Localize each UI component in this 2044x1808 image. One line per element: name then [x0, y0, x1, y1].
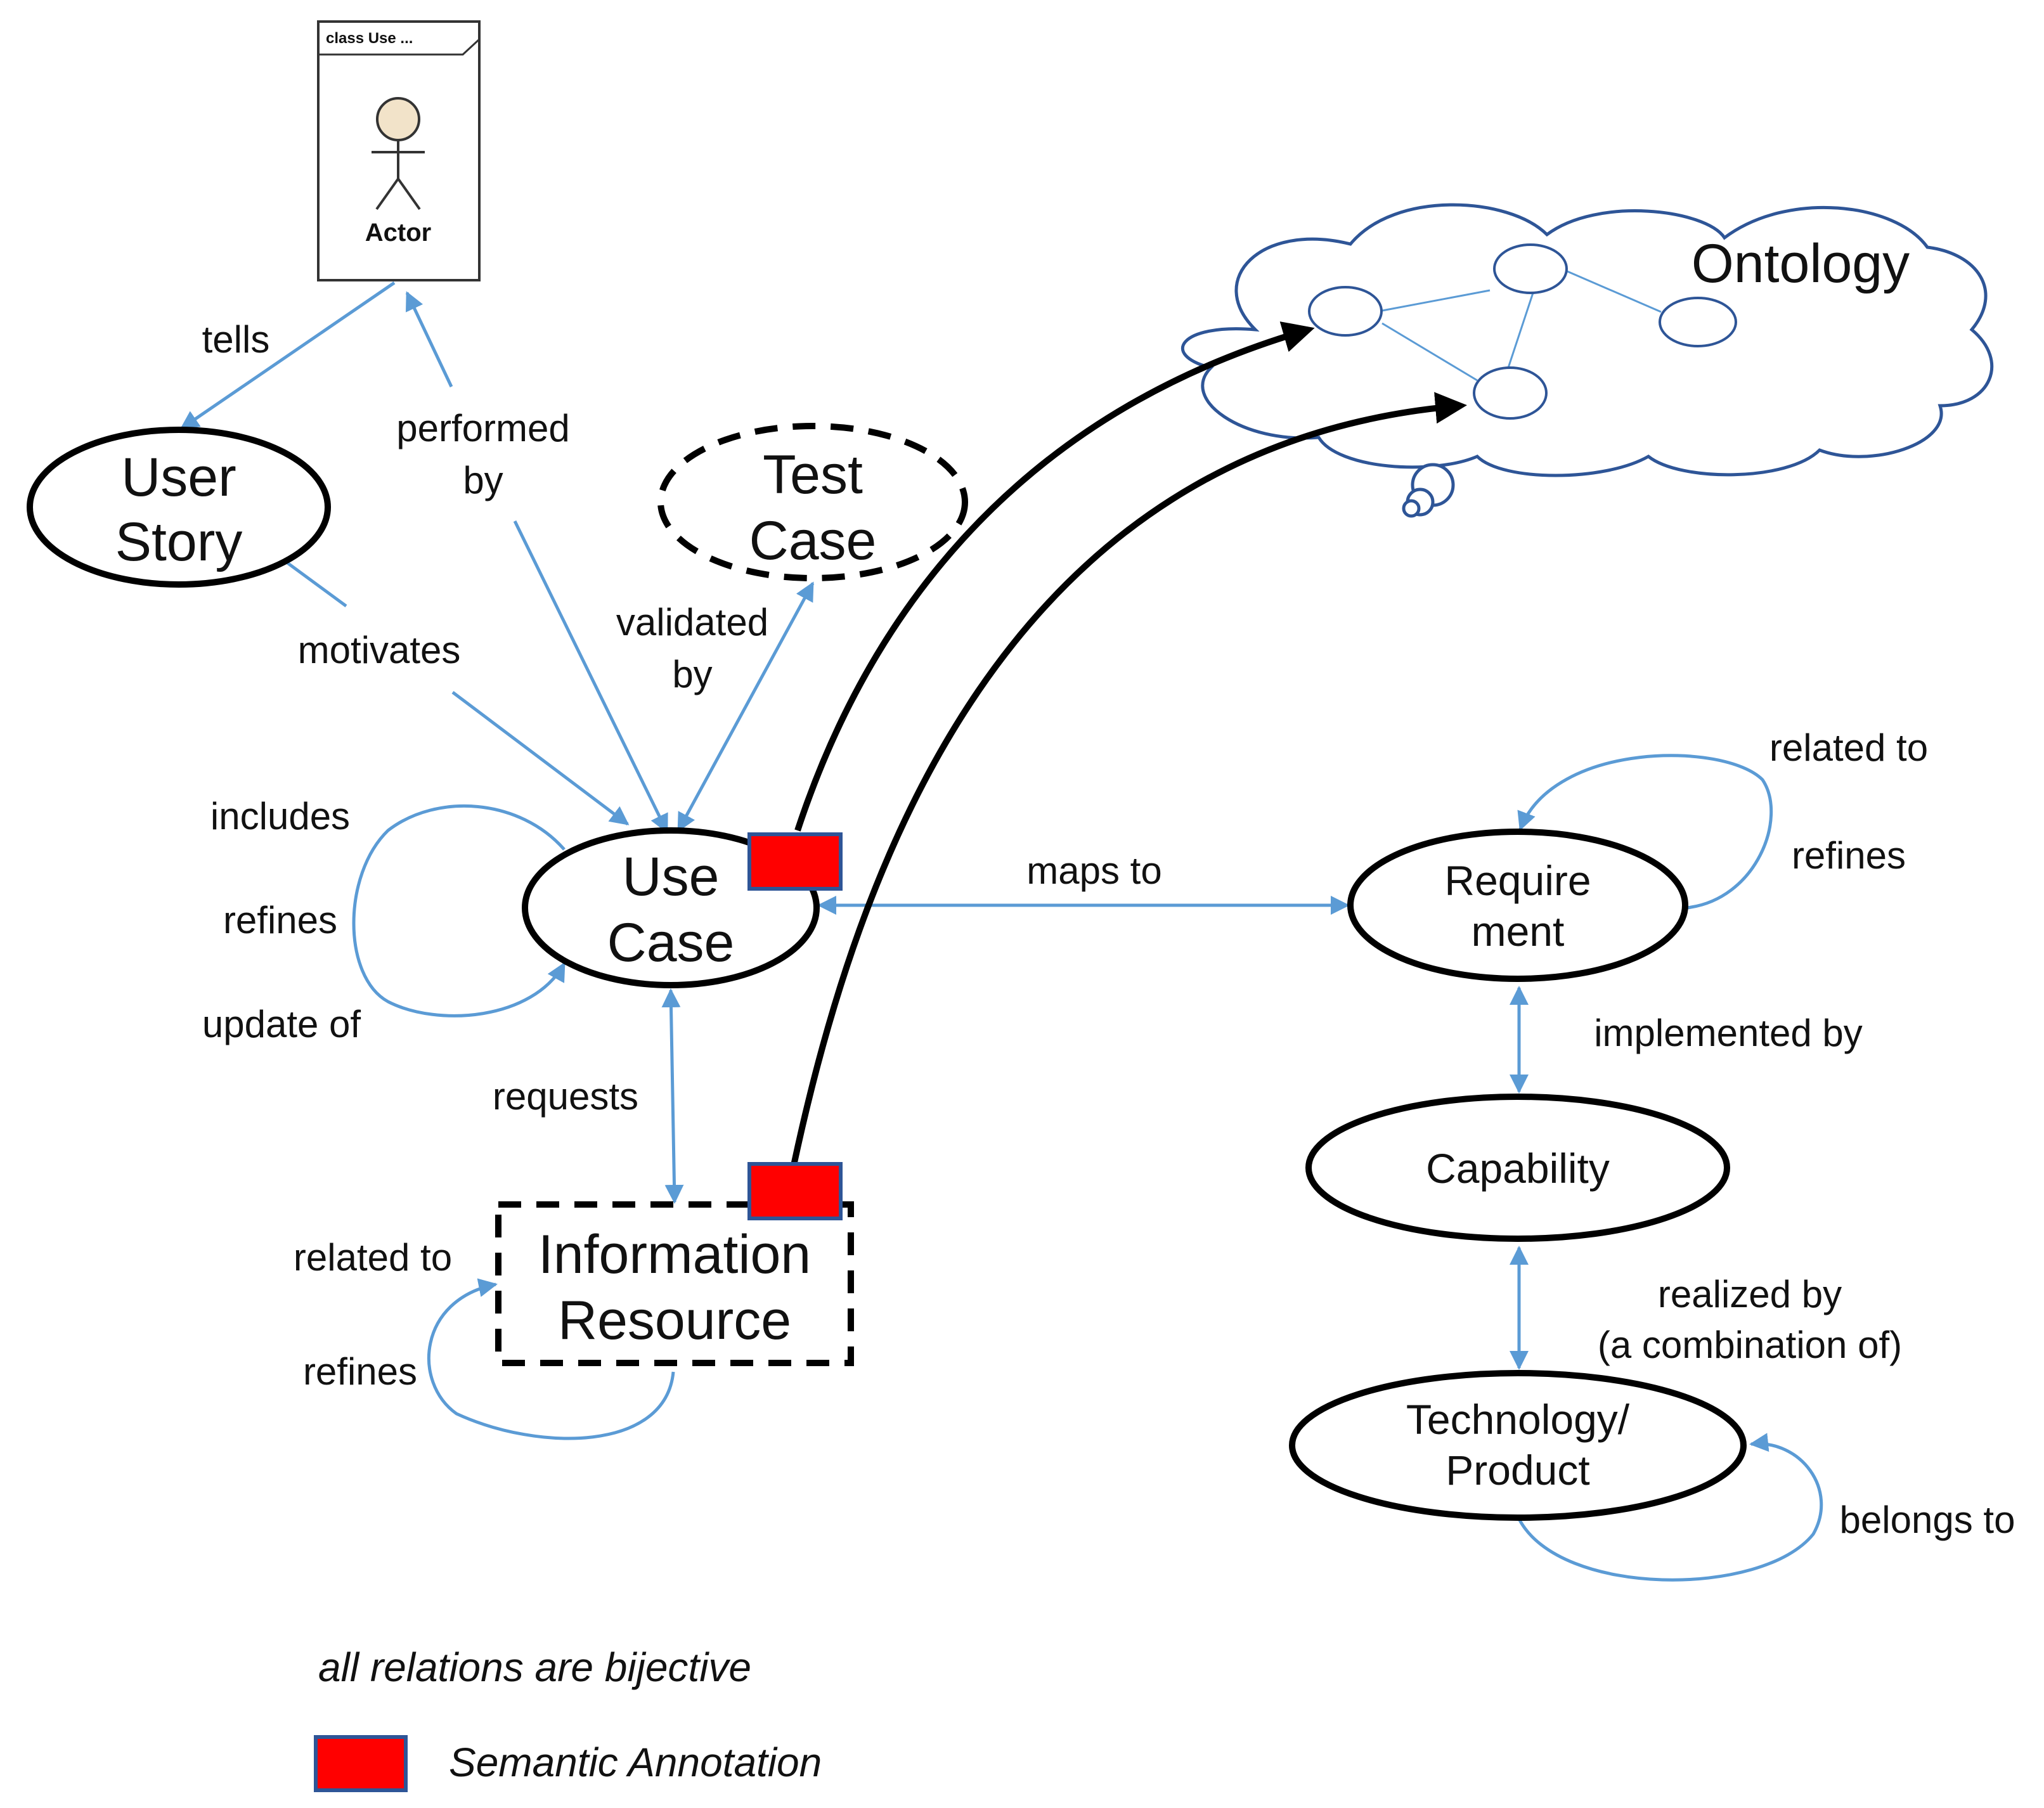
user-story-label-line2: Story [115, 512, 243, 572]
label-refines-resource: refines [303, 1350, 417, 1393]
label-maps-to: maps to [1026, 849, 1161, 892]
node-use-case: Use Case [522, 827, 820, 988]
label-related-to-requirement: related to [1769, 726, 1928, 769]
information-resource-label-line1: Information [538, 1224, 811, 1285]
label-related-to-resource: related to [294, 1236, 452, 1279]
label-refines-use-case: refines [223, 899, 337, 941]
node-technology-product: Technology/ Product [1289, 1370, 1747, 1521]
label-update-of: update of [202, 1003, 361, 1045]
legend-note: all relations are bijective [318, 1644, 751, 1690]
ontology-cloud: Ontology [1181, 203, 1994, 518]
label-performed-by-line2: by [463, 459, 503, 501]
ontology-mapping-arrows [791, 321, 1467, 1166]
requirement-label-line1: Require [1444, 857, 1591, 904]
label-refines-requirement: refines [1792, 834, 1906, 877]
label-belongs-to: belongs to [1840, 1499, 2015, 1541]
legend-annotation-label: Semantic Annotation [449, 1740, 822, 1785]
label-requests: requests [493, 1075, 638, 1118]
label-realized-by-line1: realized by [1658, 1273, 1842, 1315]
node-information-resource: Information Resource [495, 1201, 854, 1366]
relation-labels: tells performed by motivates validated b… [202, 318, 2015, 1541]
test-case-label-line1: Test [763, 444, 863, 505]
label-realized-by-line2: (a combination of) [1598, 1324, 1902, 1366]
technology-product-label-line2: Product [1446, 1447, 1589, 1494]
relation-arrows [179, 281, 1823, 1582]
ontology-node [1659, 297, 1737, 347]
node-test-case: Test Case [657, 423, 968, 581]
label-validated-by-line1: validated [616, 601, 768, 643]
technology-product-label-line1: Technology/ [1406, 1396, 1630, 1443]
use-case-label-line2: Case [607, 912, 735, 973]
ontology-node [1473, 366, 1548, 420]
label-performed-by-line1: performed [396, 407, 569, 449]
node-capability: Capability [1305, 1094, 1730, 1242]
label-implemented-by: implemented by [1594, 1012, 1863, 1054]
label-motivates: motivates [298, 629, 461, 671]
ontology-label: Ontology [1691, 233, 1910, 294]
node-user-story: User Story [27, 427, 331, 588]
actor-frame-title: class Use ... [326, 30, 413, 47]
requirement-label-line2: ment [1472, 908, 1565, 955]
user-story-label-line1: User [121, 447, 236, 508]
label-includes: includes [210, 795, 350, 837]
use-case-label-line1: Use [623, 846, 720, 907]
semantic-annotation-marker-information-resource [747, 1162, 843, 1220]
label-tells: tells [202, 318, 270, 361]
capability-label: Capability [1426, 1145, 1610, 1192]
information-resource-label-line2: Resource [558, 1290, 791, 1351]
ontology-node [1308, 286, 1383, 337]
label-validated-by-line2: by [672, 653, 712, 695]
test-case-label-line2: Case [749, 510, 877, 571]
semantic-annotation-marker-use-case [747, 832, 843, 891]
actor-frame: class Use ... Actor [317, 20, 481, 281]
actor-icon [372, 97, 425, 210]
ontology-node [1493, 243, 1568, 294]
node-requirement: Require ment [1347, 829, 1688, 982]
legend: all relations are bijective Semantic Ann… [314, 1644, 822, 1792]
legend-annotation-swatch [314, 1735, 408, 1792]
actor-label: Actor [365, 219, 431, 247]
